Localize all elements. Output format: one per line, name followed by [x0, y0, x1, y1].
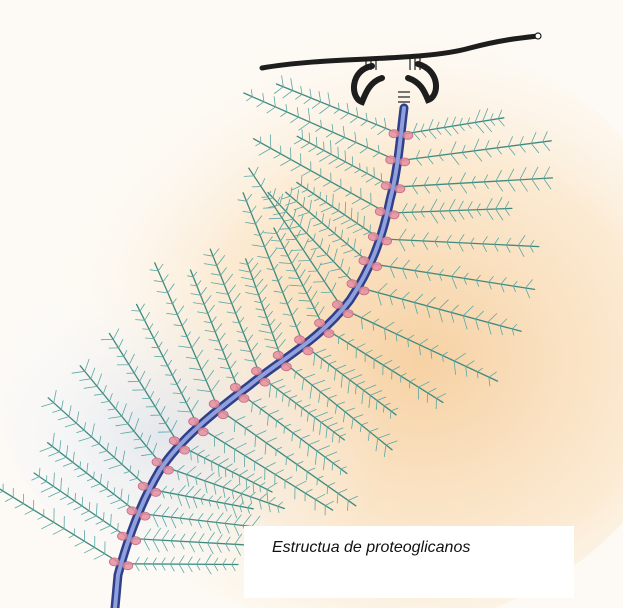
link-protein — [189, 418, 199, 426]
glycosaminoglycan-chain — [286, 457, 287, 465]
link-protein — [324, 329, 334, 337]
glycosaminoglycan-chain — [301, 175, 302, 185]
link-protein — [180, 446, 190, 454]
glycosaminoglycan-chain — [171, 384, 178, 385]
glycosaminoglycan-chain — [317, 479, 318, 485]
glycosaminoglycan-chain — [321, 292, 331, 293]
link-protein — [151, 488, 161, 496]
link-protein — [381, 182, 391, 190]
glycosaminoglycan-chain — [245, 428, 246, 435]
link-protein — [368, 233, 378, 241]
link-protein — [403, 131, 413, 139]
link-protein — [260, 378, 270, 386]
link-protein — [343, 310, 353, 318]
glycosaminoglycan-chain — [286, 239, 296, 240]
link-protein — [395, 185, 405, 193]
caption-box — [244, 526, 574, 598]
link-protein — [218, 411, 228, 419]
link-protein — [359, 287, 369, 295]
link-protein — [152, 458, 162, 466]
glycosaminoglycan-chain — [296, 464, 297, 471]
glycosaminoglycan-chain — [281, 256, 288, 257]
glycosaminoglycan-chain — [180, 402, 187, 403]
link-protein — [273, 351, 283, 359]
link-protein — [140, 512, 150, 520]
link-protein — [169, 437, 179, 445]
glycosaminoglycan-chain — [118, 523, 119, 530]
glycosaminoglycan-chain — [244, 176, 254, 177]
link-protein — [239, 394, 249, 402]
glycosaminoglycan-chain — [104, 513, 105, 521]
link-protein — [123, 562, 133, 570]
glycosaminoglycan-chain — [75, 493, 76, 501]
link-protein — [303, 347, 313, 355]
glycosaminoglycan-chain — [161, 366, 168, 367]
glycosaminoglycan-chain — [324, 142, 325, 151]
link-protein — [389, 211, 399, 219]
link-protein — [127, 507, 137, 515]
glycosaminoglycan-chain — [232, 472, 233, 478]
link-protein — [131, 537, 141, 545]
glycosaminoglycan-chain — [374, 168, 375, 178]
link-protein — [295, 336, 305, 344]
glycosaminoglycan-chain — [143, 329, 150, 330]
link-protein — [230, 383, 240, 391]
link-protein — [382, 237, 392, 245]
link-protein — [389, 130, 399, 138]
link-protein — [281, 363, 291, 371]
caption: Estructua de proteoglicanos — [272, 539, 470, 557]
glycosaminoglycan-chain — [302, 130, 303, 139]
link-protein — [386, 156, 396, 164]
link-protein — [252, 367, 262, 375]
link-protein — [198, 428, 208, 436]
link-protein — [118, 532, 128, 540]
link-protein — [333, 301, 343, 309]
glycosaminoglycan-chain — [338, 147, 339, 158]
link-protein — [375, 208, 385, 216]
link-protein — [109, 558, 119, 566]
link-protein — [163, 466, 173, 474]
glycosaminoglycan-chain — [316, 137, 317, 146]
glycosaminoglycan-chain — [260, 486, 261, 492]
glycosaminoglycan-chain — [166, 375, 173, 376]
glycosaminoglycan-chain — [280, 229, 290, 230]
link-protein — [359, 257, 369, 265]
link-protein — [347, 280, 357, 288]
glycosaminoglycan-chain — [352, 157, 353, 166]
link-protein — [400, 158, 410, 166]
link-protein — [138, 482, 148, 490]
link-protein — [372, 263, 382, 271]
glycosaminoglycan-chain — [152, 347, 159, 348]
link-protein — [209, 400, 219, 408]
glycosaminoglycan-chain — [309, 133, 310, 143]
link-protein — [315, 319, 325, 327]
glycosaminoglycan-chain — [313, 282, 324, 283]
